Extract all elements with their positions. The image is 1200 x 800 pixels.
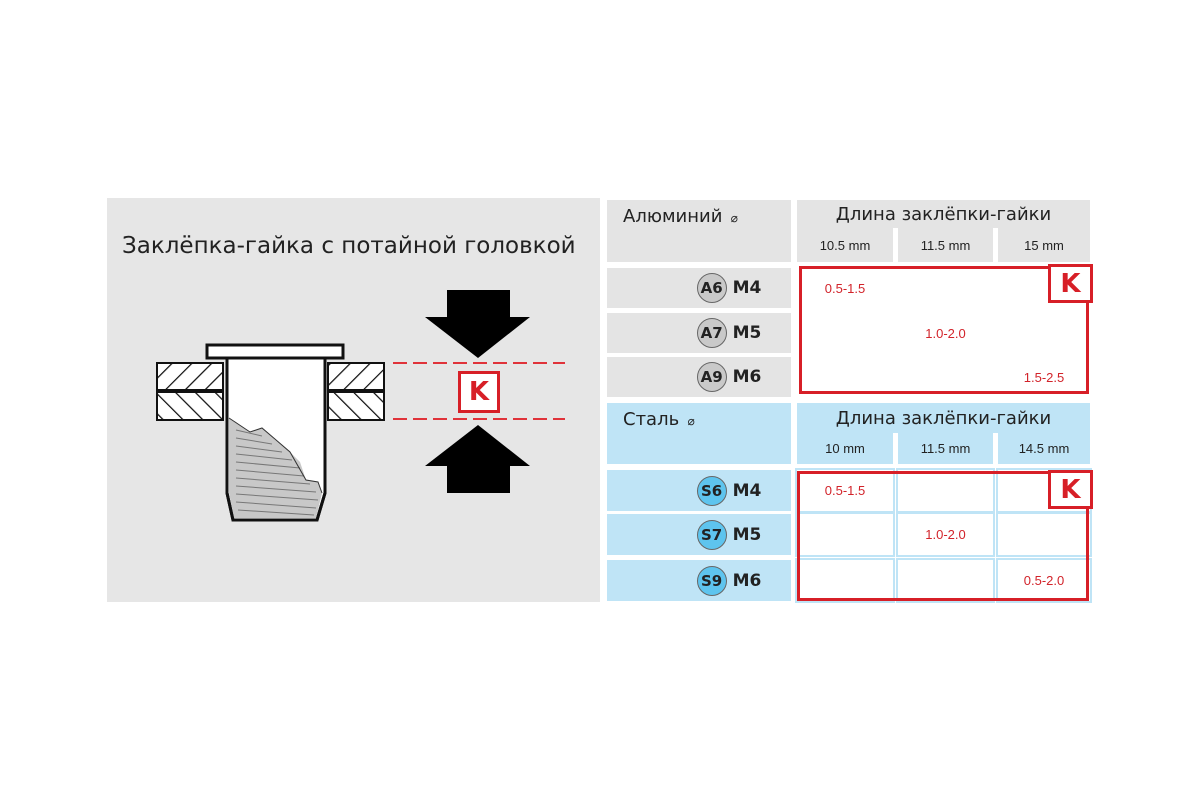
thread-size: M4 (732, 278, 762, 298)
grip-range-cell: 0.5-1.5 (795, 468, 895, 513)
aluminium-k-frame (799, 266, 1089, 394)
material-label: Алюминий (623, 206, 723, 227)
aluminium-header: Алюминий ⌀ (607, 200, 791, 262)
grip-range-cell (896, 468, 995, 513)
grip-range-cell (896, 558, 995, 603)
k-label: K (1048, 264, 1093, 303)
diameter-icon: ⌀ (730, 211, 738, 225)
length-column: 10 mm (797, 433, 893, 464)
grip-range-cell (797, 313, 893, 353)
thread-size: M5 (732, 323, 762, 343)
length-column: 11.5 mm (898, 228, 993, 262)
thread-size: M6 (732, 367, 762, 387)
code-badge: S6 (696, 475, 727, 506)
length-column: 11.5 mm (898, 433, 993, 464)
length-column: 10.5 mm (797, 228, 893, 262)
arrow-down-icon (425, 290, 530, 358)
grip-range-cell: 0.5-1.5 (797, 268, 893, 308)
grip-range-cell (795, 558, 895, 603)
grip-range-cell (996, 512, 1092, 557)
code-badge: A7 (696, 318, 727, 348)
code-badge: A6 (696, 273, 727, 303)
code-badge: S7 (696, 519, 727, 550)
thread-size: M5 (732, 524, 762, 545)
material-label: Сталь (623, 409, 680, 430)
thread-size: M4 (732, 480, 762, 501)
code-badge: A9 (696, 362, 727, 392)
grip-range-cell: 0.5-2.0 (996, 558, 1092, 603)
grip-range-cell: 1.0-2.0 (898, 313, 993, 353)
k-grip-range-label: K (458, 371, 500, 413)
arrow-up-icon (425, 425, 530, 493)
grip-range-cell (795, 512, 895, 557)
length-column: 15 mm (998, 228, 1090, 262)
grip-range-cell (998, 313, 1090, 353)
grip-range-cell (797, 357, 893, 397)
rivet-nut (205, 343, 345, 522)
k-label: K (1048, 470, 1093, 509)
length-header: Длина заклёпки-гайки (797, 200, 1090, 228)
length-header: Длина заклёпки-гайки (797, 403, 1090, 433)
grip-range-cell: 1.5-2.5 (998, 357, 1090, 397)
diagram-title: Заклёпка-гайка с потайной головкой (122, 233, 576, 259)
diameter-icon: ⌀ (687, 414, 695, 428)
sheet-plates (156, 362, 385, 421)
length-column: 14.5 mm (998, 433, 1090, 464)
steel-header: Сталь ⌀ (607, 403, 791, 464)
grip-range-cell: 1.0-2.0 (896, 512, 995, 557)
steel-k-frame (797, 471, 1089, 601)
code-badge: S9 (696, 565, 727, 596)
thread-size: M6 (732, 570, 762, 591)
grip-range-cell (898, 268, 993, 308)
grip-range-cell (898, 357, 993, 397)
